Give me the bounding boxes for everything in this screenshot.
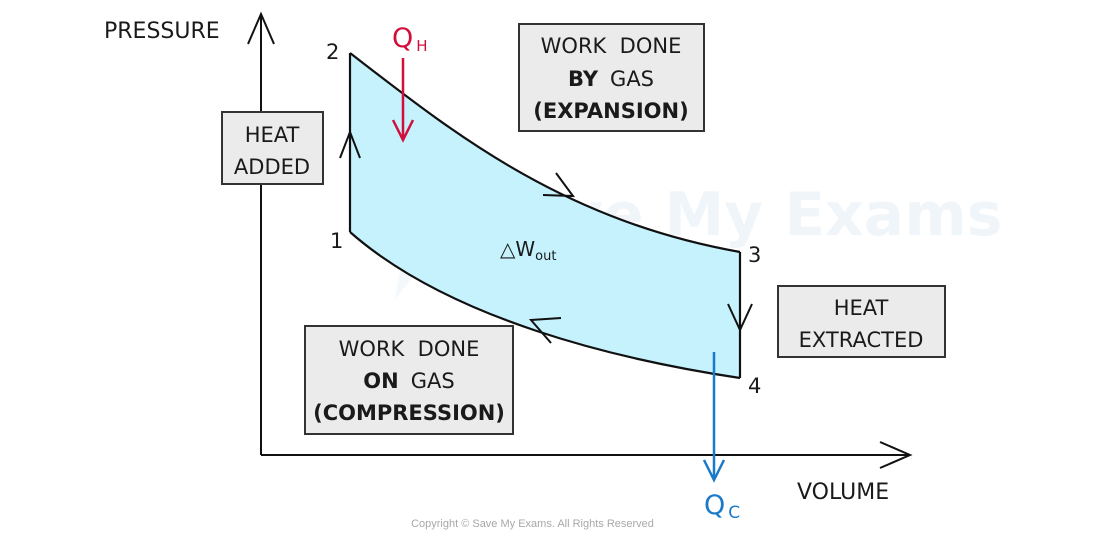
heat-extracted-line-1: HEAT: [834, 296, 889, 320]
y-axis-arrow-icon: [247, 11, 275, 45]
point-3-label: 3: [748, 243, 761, 267]
compression-line-3: (COMPRESSION): [313, 401, 505, 425]
heat-extracted-box: HEAT EXTRACTED: [777, 285, 946, 358]
expansion-line-1: WORK DONE: [541, 34, 682, 58]
compression-curve-4-1: [349, 231, 741, 380]
expansion-curve-2-3: [349, 52, 741, 254]
point-4-label: 4: [748, 374, 761, 398]
copyright-notice: Copyright © Save My Exams. All Rights Re…: [411, 518, 654, 530]
compression-line-1: WORK DONE: [339, 337, 480, 361]
arrow-down-icon: [727, 303, 753, 333]
arrow-left-icon: [528, 317, 562, 344]
x-axis-arrow-icon: [879, 441, 913, 469]
point-1-label: 1: [330, 229, 343, 253]
work-out-label: △Wout: [500, 237, 556, 264]
heat-added-line-1: HEAT: [245, 123, 300, 147]
expansion-line-3: (EXPANSION): [533, 99, 688, 123]
arrow-right-icon: [542, 172, 576, 198]
heat-added-line-2: ADDED: [234, 155, 310, 179]
y-axis-label: PRESSURE: [104, 19, 220, 44]
heat-out-arrowhead-icon: [702, 459, 726, 483]
heat-added-box: HEAT ADDED: [221, 111, 324, 185]
x-axis-label: VOLUME: [797, 480, 889, 505]
point-2-label: 2: [326, 40, 339, 64]
heat-extracted-line-2: EXTRACTED: [799, 328, 924, 352]
arrow-up-icon: [339, 129, 361, 159]
heat-in-arrowhead-icon: [391, 119, 415, 143]
cycle-area: [350, 53, 740, 378]
